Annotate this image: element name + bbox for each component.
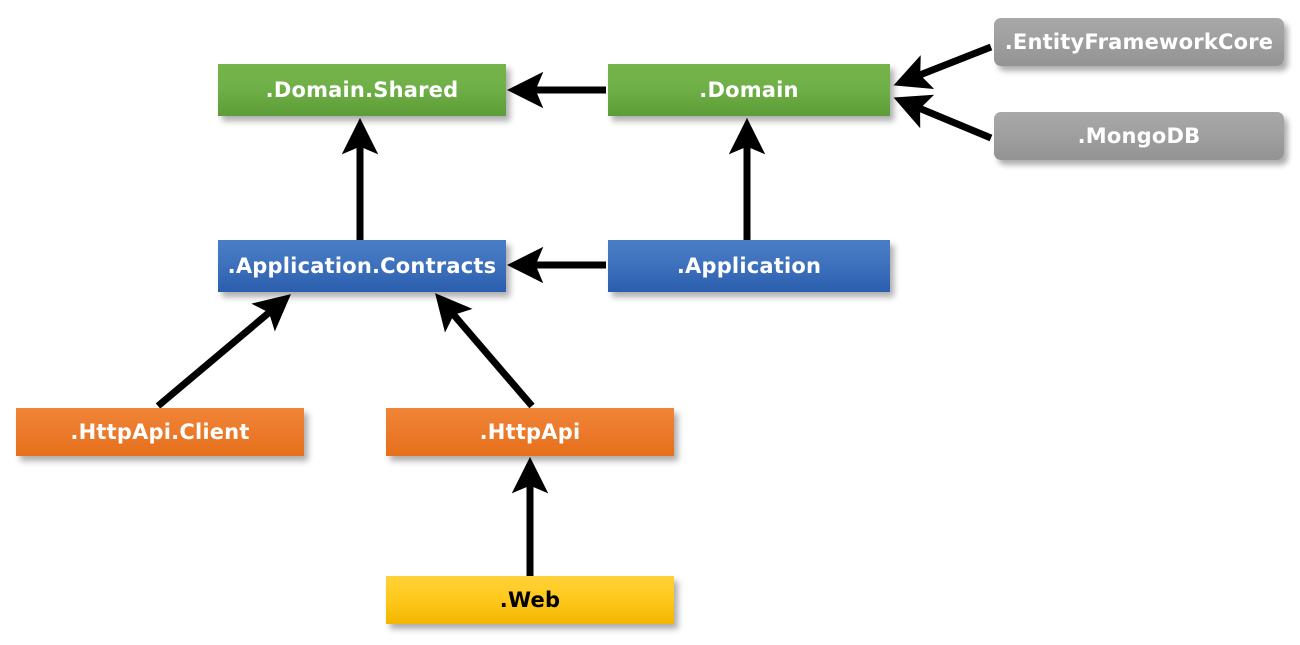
node-entity-framework-core[interactable]: .EntityFrameworkCore <box>994 18 1284 66</box>
node-application-contracts[interactable]: .Application.Contracts <box>218 240 506 292</box>
node-application-contracts-label: .Application.Contracts <box>227 254 497 278</box>
node-domain-shared-label: .Domain.Shared <box>265 78 459 102</box>
node-httpapi[interactable]: .HttpApi <box>386 408 674 456</box>
edge-httpapi-client-to-application-contracts <box>155 294 291 409</box>
node-domain-shared[interactable]: .Domain.Shared <box>218 64 506 116</box>
node-httpapi-client[interactable]: .HttpApi.Client <box>16 408 304 456</box>
edge-httpapi-to-application-contracts <box>435 293 535 409</box>
node-web-label: .Web <box>499 588 561 612</box>
node-application-label: .Application <box>676 254 822 278</box>
node-mongodb[interactable]: .MongoDB <box>994 112 1284 160</box>
node-domain[interactable]: .Domain <box>608 64 890 116</box>
node-domain-label: .Domain <box>699 78 799 102</box>
node-mongodb-label: .MongoDB <box>1077 124 1201 148</box>
node-httpapi-client-label: .HttpApi.Client <box>70 420 250 444</box>
edge-mongodb-to-domain <box>893 94 993 142</box>
node-httpapi-label: .HttpApi <box>479 420 581 444</box>
node-web[interactable]: .Web <box>386 576 674 624</box>
node-entity-framework-core-label: .EntityFrameworkCore <box>1004 30 1274 54</box>
node-application[interactable]: .Application <box>608 240 890 292</box>
edge-entityframeworkcore-to-domain <box>893 43 993 89</box>
